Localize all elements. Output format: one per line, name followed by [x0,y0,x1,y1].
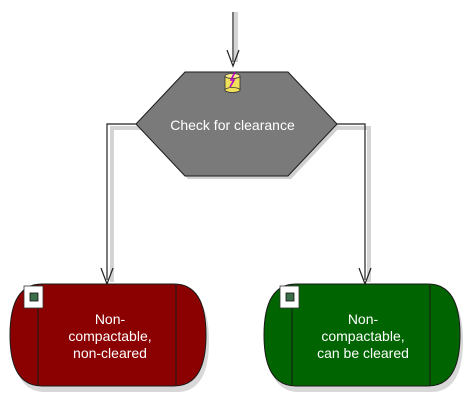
database-lightning-icon [224,71,241,93]
decision-label: Check for clearance [170,117,295,133]
outcome-node-non-cleared[interactable] [9,283,209,392]
checkbox-marker-icon [279,285,300,309]
incoming-connector[interactable] [226,12,240,68]
outcome-label-line: Non- [347,311,379,327]
outcome-label-can-be-cleared: Non- compactable, can be cleared [293,311,433,362]
connector-to-non-cleared[interactable] [100,123,160,286]
outcome-label-line: compactable, [321,328,405,344]
checkbox-marker-icon [23,285,44,309]
outcome-label-line: Non- [94,311,126,327]
outcome-node-can-be-cleared[interactable] [263,283,463,392]
outcome-label-non-cleared: Non- compactable, non-cleared [40,311,180,362]
outcome-label-line: non-cleared [73,345,147,361]
decision-node-check-for-clearance[interactable] [135,71,340,179]
outcome-label-line: can be cleared [317,345,409,361]
outcome-label-line: compactable, [68,328,152,344]
